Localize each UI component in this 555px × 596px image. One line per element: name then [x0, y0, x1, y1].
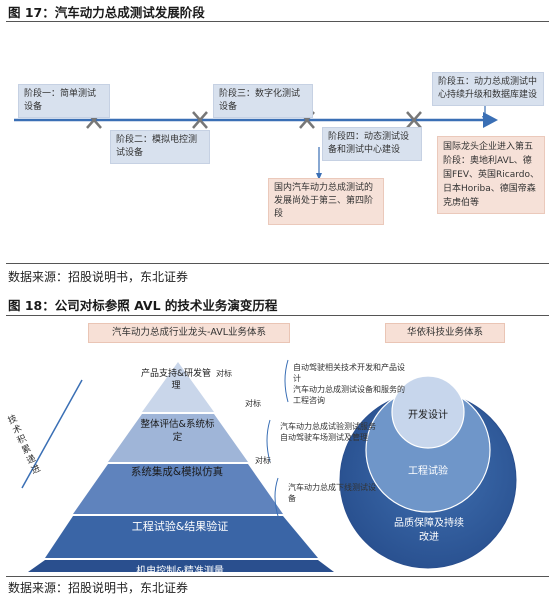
source-rule-2 — [6, 576, 549, 577]
figure-18-source: 数据来源：招股说明书，东北证券 — [8, 581, 189, 595]
bubble-1: 自动驾驶相关技术开发和产品设计 汽车动力总成测试设备和服务的工程咨询 — [293, 363, 405, 405]
title-rule — [6, 21, 549, 22]
international-note: 国际龙头企业进入第五阶段：奥地利AVL、德国FEV、英国Ricardo、日本Ho… — [437, 136, 545, 214]
pyramid-level-2 — [108, 414, 248, 462]
figure-18-title: 图 18：公司对标参照 AVL 的技术业务演变历程 — [8, 298, 278, 313]
timeline-diagram — [14, 106, 498, 180]
pyramid-label-1: 产品支持&研发管理 — [140, 369, 212, 391]
source-rule — [6, 263, 549, 264]
circle-inner — [391, 375, 465, 449]
figure-17-source: 数据来源：招股说明书，东北证券 — [8, 270, 189, 284]
pyramid-label-5: 机电控制&精准测量 — [136, 566, 224, 577]
duibiao-label-1: 对标 — [216, 369, 232, 378]
pyramid-label-3: 系统集成&模拟仿真 — [130, 466, 224, 478]
stage-2-card: 阶段二：模拟电控测试设备 — [110, 130, 210, 164]
title-rule-2 — [6, 315, 549, 316]
bubble-3: 汽车动力总成下线测试设备 — [288, 483, 376, 503]
stage-5-card: 阶段五：动力总成测试中心持续升级和数据库建设 — [432, 72, 544, 106]
circle-label-inner: 开发设计 — [408, 410, 448, 421]
pyramid-label-4: 工程试验&结果验证 — [131, 520, 229, 533]
stage-1-card: 阶段一：简单测试设备 — [18, 84, 110, 118]
stage-4-card: 阶段四：动态测试设备和测试中心建设 — [322, 127, 422, 161]
figure-17-title: 图 17：汽车动力总成测试发展阶段 — [8, 5, 205, 20]
duibiao-label-2: 对标 — [245, 399, 261, 408]
pyramid-level-1 — [142, 362, 214, 412]
circle-label-outer: 品质保障及持续改进 — [394, 518, 464, 543]
bubble-2: 汽车动力总成试验测试服务 自动驾驶车场测试及管理 — [280, 422, 376, 442]
pyramid-level-4 — [45, 516, 318, 558]
avl-comparison-diagram — [21, 359, 517, 572]
pyramid-level-5 — [28, 560, 334, 572]
duibiao-label-3: 对标 — [255, 456, 271, 465]
huayi-header: 华依科技业务体系 — [385, 323, 505, 343]
pyramid-level-3 — [73, 464, 283, 514]
domestic-note: 国内汽车动力总成测试的发展尚处于第三、第四阶段 — [268, 178, 384, 225]
pyramid-label-2: 整体评估&系统标定 — [140, 419, 215, 443]
circle-label-middle: 工程试验 — [408, 466, 448, 477]
avl-header: 汽车动力总成行业龙头-AVL业务体系 — [88, 323, 290, 343]
stage-3-card: 阶段三：数字化测试设备 — [213, 84, 313, 118]
